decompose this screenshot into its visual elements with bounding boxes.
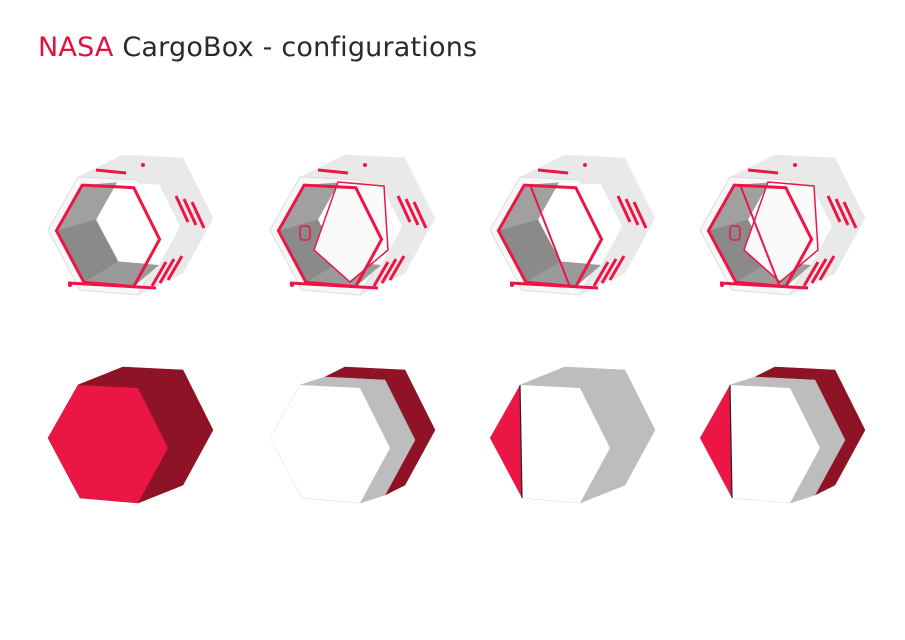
title-text: CargoBox - configurations <box>113 32 478 63</box>
drawer-handle-icon <box>729 225 741 241</box>
frame-inner-floor <box>525 261 601 287</box>
block-front <box>48 385 168 503</box>
front-block-front <box>270 385 390 503</box>
bolt-icon <box>720 283 724 287</box>
side-slot-icon <box>190 201 206 229</box>
side-slot-icon <box>810 258 828 284</box>
side-slot-icon <box>388 255 406 281</box>
side-slot-icon <box>592 261 610 287</box>
frame-inner-floor <box>83 261 159 287</box>
side-slot-icon <box>818 255 836 281</box>
frame-config-1 <box>47 154 214 296</box>
side-slot-icon <box>174 195 190 223</box>
side-slot-icon <box>842 201 858 229</box>
solid-config-1 <box>47 366 214 504</box>
side-slot-icon <box>182 198 198 226</box>
side-slot-icon <box>380 258 398 284</box>
frame-inner-wall <box>278 182 339 231</box>
bolt-icon <box>363 163 367 167</box>
solid-config-3 <box>489 366 656 504</box>
drawer-handle-icon <box>299 225 311 241</box>
slot-icon <box>289 281 379 290</box>
solid-config-2 <box>269 366 436 504</box>
side-slot-icon <box>826 195 842 223</box>
side-slot-icon <box>158 258 176 284</box>
frame-red-outline <box>54 183 162 289</box>
slot-icon <box>719 281 809 290</box>
side-slot-icon <box>396 195 412 223</box>
slot-icon <box>747 168 779 175</box>
frame-red-outline <box>276 183 384 289</box>
page-title: NASA CargoBox - configurations <box>38 32 477 63</box>
side-slot-icon <box>412 201 428 229</box>
side-slot-icon <box>632 201 648 229</box>
side-slot-icon <box>166 255 184 281</box>
side-slot-icon <box>404 198 420 226</box>
side-slot-icon <box>600 258 618 284</box>
split-line <box>729 384 733 499</box>
frame-config-2 <box>269 154 436 296</box>
frame-red-outline <box>496 183 604 289</box>
divider-line <box>739 184 781 287</box>
slot-icon <box>317 168 349 175</box>
bolt-icon <box>793 163 797 167</box>
side-slot-icon <box>802 261 820 287</box>
side-slot-icon <box>608 255 626 281</box>
bolt-icon <box>141 163 145 167</box>
frame-back-opening <box>96 182 180 265</box>
frame-back-opening <box>538 182 622 265</box>
slot-icon <box>509 281 599 290</box>
split-line <box>519 384 523 499</box>
side-slot-icon <box>834 198 850 226</box>
red-front-triangle <box>700 385 732 498</box>
frame-config-4 <box>699 154 866 296</box>
frame-inner-wall <box>498 182 559 231</box>
side-slot-icon <box>372 261 390 287</box>
solid-config-4 <box>699 366 866 504</box>
frame-inner-wall <box>56 182 117 231</box>
frame-config-3 <box>489 154 656 296</box>
frame-inner-wall <box>708 182 769 231</box>
slot-icon <box>67 281 157 290</box>
bolt-icon <box>68 283 72 287</box>
bolt-icon <box>510 283 514 287</box>
frame-red-outline <box>706 183 814 289</box>
title-brand: NASA <box>38 32 114 63</box>
side-slot-icon <box>150 261 168 287</box>
drawer-panel <box>313 181 389 283</box>
side-slot-icon <box>616 195 632 223</box>
bolt-icon <box>583 163 587 167</box>
slot-icon <box>95 168 127 175</box>
drawer-panel <box>743 181 819 283</box>
red-front-triangle <box>490 385 522 498</box>
side-slot-icon <box>624 198 640 226</box>
divider-line <box>529 184 571 287</box>
slot-icon <box>537 168 569 175</box>
bolt-icon <box>290 283 294 287</box>
